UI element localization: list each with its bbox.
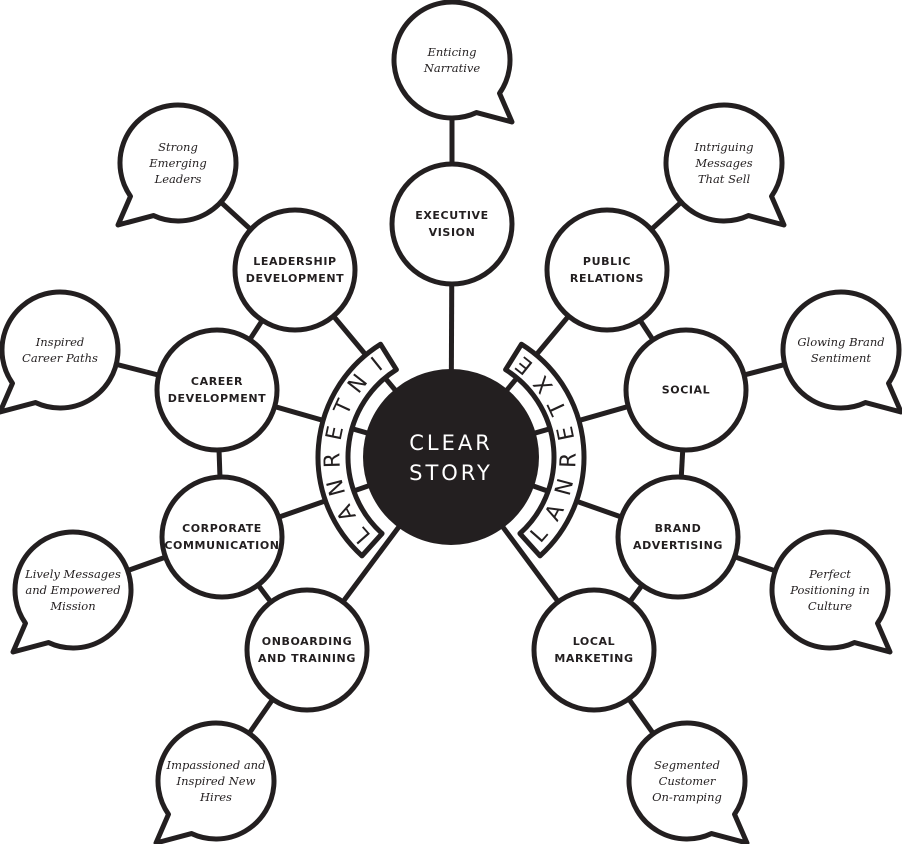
bubble-text: Intriguing (694, 140, 754, 154)
bubble-text: Inspired New (176, 774, 256, 788)
bubble-text: Career Paths (22, 351, 98, 365)
internal-band (315, 341, 399, 559)
node-label: CAREER (191, 375, 243, 388)
node-label: ADVERTISING (633, 539, 723, 552)
speech-bubble-icon (391, 0, 515, 125)
node-label: BRAND (655, 522, 702, 535)
node-label: DEVELOPMENT (168, 392, 266, 405)
bubble-text: Enticing (427, 45, 477, 59)
bubble-text: Sentiment (811, 351, 872, 365)
bubble-text: Positioning in (789, 583, 870, 597)
center-node: CLEAR STORY (363, 369, 539, 545)
node-label: LEADERSHIP (253, 255, 336, 268)
speech-bubble-icon (663, 102, 787, 228)
external-letter: R (556, 452, 581, 468)
bubble-text: and Empowered (25, 583, 120, 597)
node-circle (232, 207, 358, 333)
speech-bubble-icon (10, 529, 134, 655)
node-label: EXECUTIVE (415, 209, 489, 222)
bubble-text: Perfect (808, 567, 851, 581)
node-social: SOCIAL (623, 327, 749, 453)
node-circle (154, 327, 280, 453)
node-leadership-development: LEADERSHIP DEVELOPMENT (232, 207, 358, 333)
node-label: ONBOARDING (262, 635, 352, 648)
center-label: STORY (409, 461, 493, 485)
node-onboarding-and-training: ONBOARDING AND TRAINING (244, 587, 370, 713)
bubble-text: Glowing Brand (797, 335, 884, 349)
bubble-text: Segmented (654, 758, 720, 772)
bubble-text: Messages (694, 156, 752, 170)
node-circle (159, 474, 285, 600)
node-circle (531, 587, 657, 713)
bubble-text: Leaders (154, 172, 202, 186)
bubble-text: Narrative (423, 61, 481, 75)
bubble-text: Impassioned and (166, 758, 266, 772)
node-label: RELATIONS (570, 272, 644, 285)
speech-bubble-icon (153, 720, 277, 844)
node-public-relations: PUBLIC RELATIONS (544, 207, 670, 333)
internal-letter: R (320, 452, 345, 468)
speech-bubble-icon (626, 720, 750, 844)
speech-bubble-icon (0, 289, 121, 415)
external-letter: N (551, 476, 579, 498)
bubble-text: Mission (49, 599, 95, 613)
node-circle (615, 474, 741, 600)
speech-bubble-icon (780, 289, 902, 415)
node-label: CORPORATE (182, 522, 262, 535)
speech-bubble-icon (115, 102, 239, 228)
center-label: CLEAR (409, 431, 493, 455)
external-letter: E (553, 424, 580, 443)
channel-nodes: EXECUTIVEVISIONLEADERSHIPDEVELOPMENTCARE… (154, 161, 749, 713)
bubble-text: That Sell (698, 172, 751, 186)
node-label: PUBLIC (583, 255, 631, 268)
bubble-text: Emerging (148, 156, 206, 170)
node-executive-vision: EXECUTIVE VISION (389, 161, 515, 287)
node-label: MARKETING (554, 652, 633, 665)
node-circle (389, 161, 515, 287)
center-circle (363, 369, 539, 545)
external-band (503, 341, 587, 559)
node-label: SOCIAL (662, 384, 711, 397)
bubble-text: On-ramping (652, 790, 722, 804)
node-corporate-communication: CORPORATE COMMUNICATION (159, 474, 285, 600)
node-local-marketing: LOCAL MARKETING (531, 587, 657, 713)
node-label: DEVELOPMENT (246, 272, 344, 285)
node-circle (623, 327, 749, 453)
speech-bubble-icon (769, 529, 893, 655)
node-label: LOCAL (573, 635, 616, 648)
node-label: COMMUNICATION (164, 539, 279, 552)
bubble-text: Customer (659, 774, 717, 788)
bubble-text: Lively Messages (24, 567, 121, 581)
node-circle (544, 207, 670, 333)
bubble-text: Culture (808, 599, 852, 613)
node-brand-advertising: BRAND ADVERTISING (615, 474, 741, 600)
bubble-text: Hires (199, 790, 232, 804)
node-career-development: CAREER DEVELOPMENT (154, 327, 280, 453)
internal-letter: E (322, 424, 349, 443)
node-circle (244, 587, 370, 713)
bubble-text: Strong (158, 140, 198, 154)
node-label: VISION (429, 226, 476, 239)
node-label: AND TRAINING (258, 652, 356, 665)
internal-letter: N (323, 476, 351, 498)
bubble-text: Inspired (35, 335, 85, 349)
